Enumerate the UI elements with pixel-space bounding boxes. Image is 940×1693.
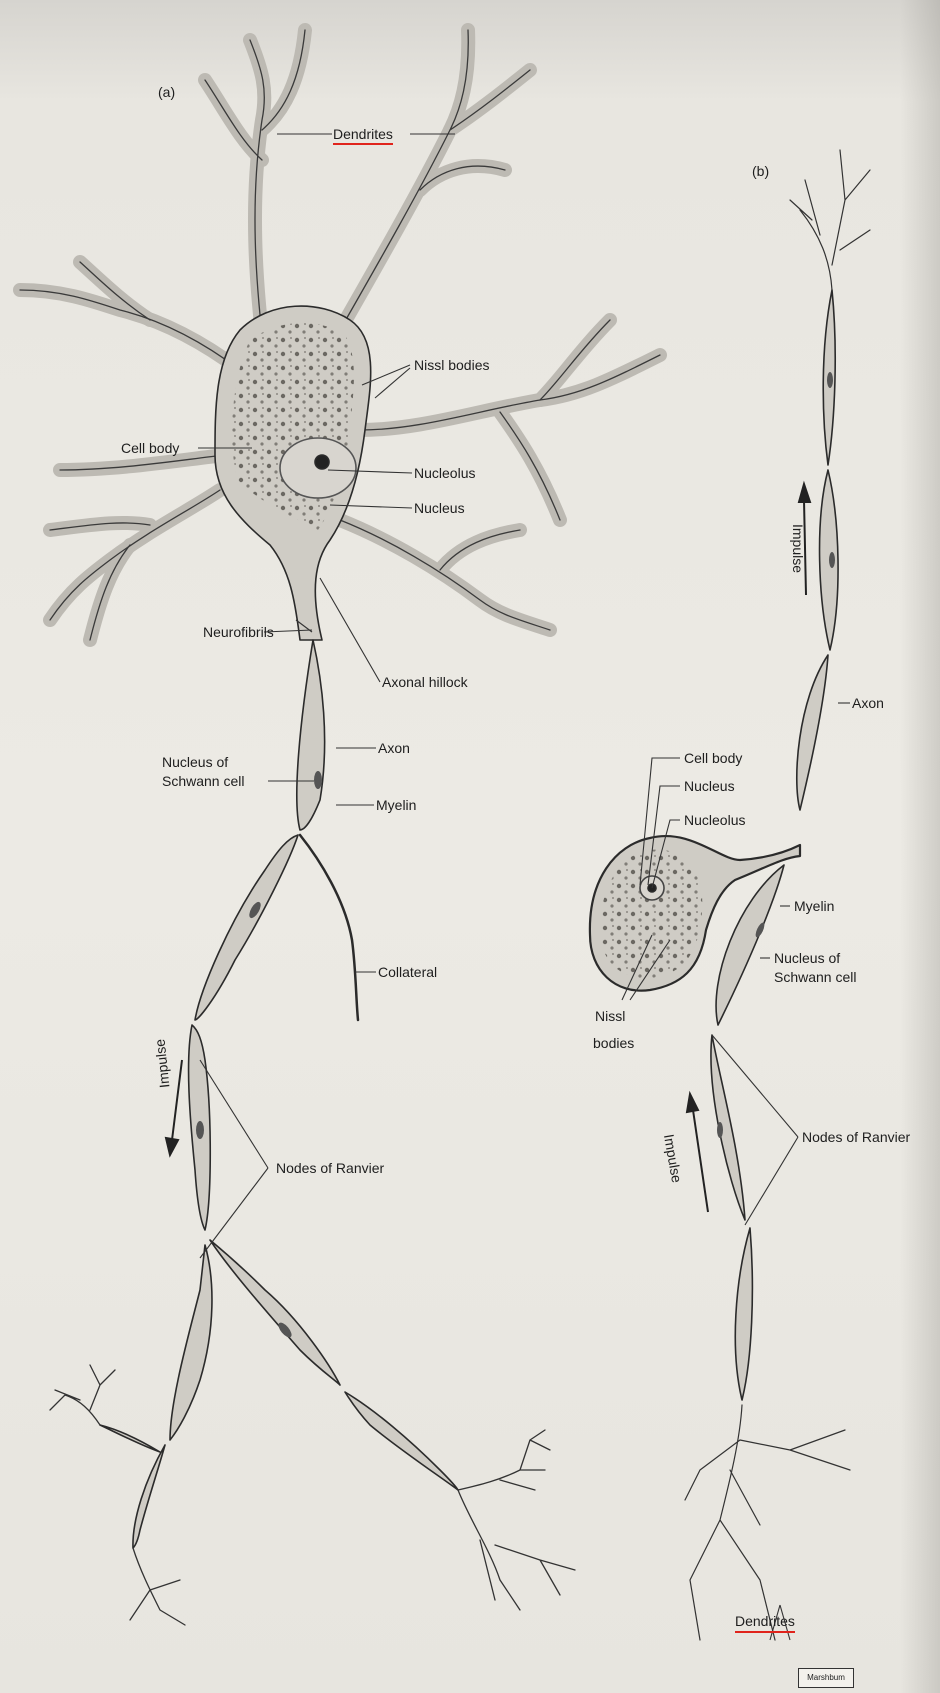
label-a-axonal-hillock: Axonal hillock bbox=[382, 674, 468, 691]
dendrites-b-top bbox=[790, 150, 870, 290]
panel-label-b: (b) bbox=[752, 163, 769, 180]
publisher-stamp: Marshbum bbox=[798, 1668, 854, 1688]
label-a-myelin: Myelin bbox=[376, 797, 416, 814]
label-a-dendrites: Dendrites bbox=[333, 126, 393, 145]
label-a-nucleus: Nucleus bbox=[414, 500, 465, 517]
label-b-impulse-top: Impulse bbox=[789, 524, 806, 573]
label-a-nucleus-of-schwann-cell-line1: Nucleus of bbox=[162, 754, 228, 771]
label-a-nucleus-of-schwann-cell-line2: Schwann cell bbox=[162, 773, 245, 790]
label-b-nissl-bodies-line2: bodies bbox=[593, 1035, 634, 1052]
label-a-neurofibrils: Neurofibrils bbox=[203, 624, 274, 641]
label-a-cell-body: Cell body bbox=[121, 440, 179, 457]
dendrites-b-bottom bbox=[685, 1405, 850, 1640]
nucleolus-a bbox=[315, 455, 329, 469]
panel-label-a: (a) bbox=[158, 84, 175, 101]
axon-terminals-a bbox=[50, 1365, 575, 1625]
label-a-nissl-bodies: Nissl bodies bbox=[414, 357, 489, 374]
axon-a bbox=[100, 640, 458, 1548]
label-b-nodes-of-ranvier: Nodes of Ranvier bbox=[802, 1129, 910, 1146]
label-a-collateral: Collateral bbox=[378, 964, 437, 981]
label-b-cell-body: Cell body bbox=[684, 750, 742, 767]
label-b-nucleolus: Nucleolus bbox=[684, 812, 745, 829]
label-b-nucleus-of-schwann-cell-line2: Schwann cell bbox=[774, 969, 857, 986]
label-b-myelin: Myelin bbox=[794, 898, 834, 915]
schwann-nuclei-a bbox=[196, 771, 322, 1339]
collateral-a bbox=[300, 835, 358, 1020]
label-b-axon: Axon bbox=[852, 695, 884, 712]
label-b-dendrites: Dendrites bbox=[735, 1613, 795, 1633]
label-a-axon: Axon bbox=[378, 740, 410, 757]
label-b-nucleus: Nucleus bbox=[684, 778, 735, 795]
axon-b bbox=[711, 290, 838, 1400]
label-a-nucleolus: Nucleolus bbox=[414, 465, 475, 482]
label-a-nodes-of-ranvier: Nodes of Ranvier bbox=[276, 1160, 384, 1177]
neuron-a bbox=[20, 30, 660, 1625]
leader-lines-a bbox=[198, 134, 455, 1258]
label-b-nissl-bodies-line1: Nissl bbox=[595, 1008, 625, 1025]
label-b-nucleus-of-schwann-cell-line1: Nucleus of bbox=[774, 950, 840, 967]
